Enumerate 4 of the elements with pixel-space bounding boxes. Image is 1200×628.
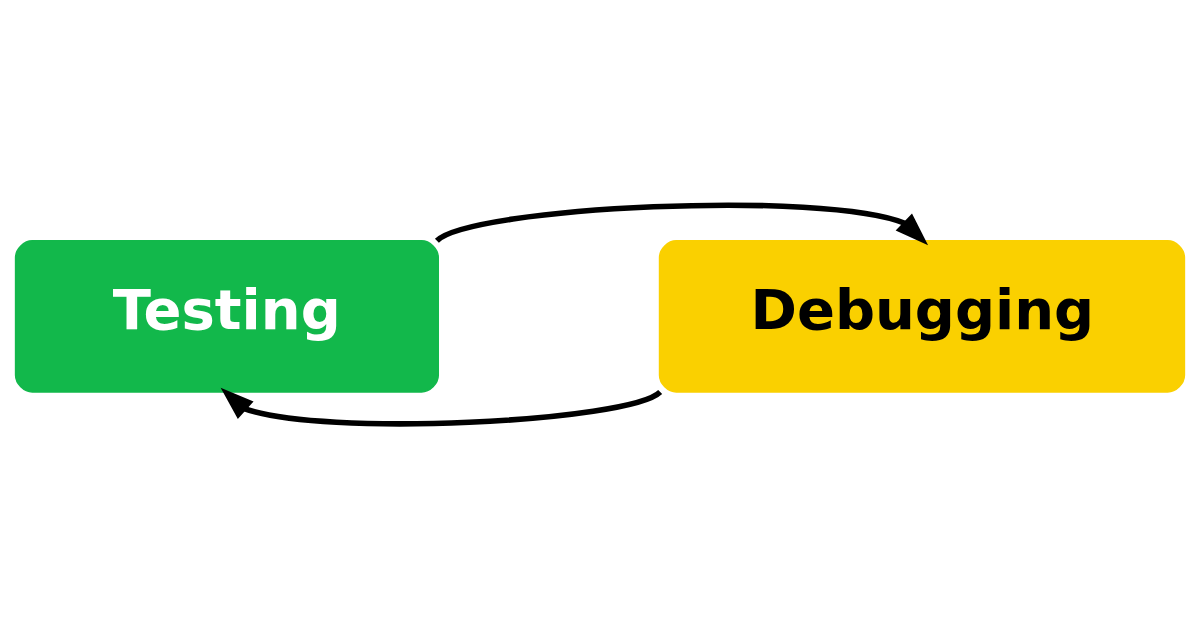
arrow xyxy=(220,387,662,426)
node-box: Debugging xyxy=(658,239,1186,393)
arrow xyxy=(435,202,929,245)
node-box: Testing xyxy=(14,239,439,393)
